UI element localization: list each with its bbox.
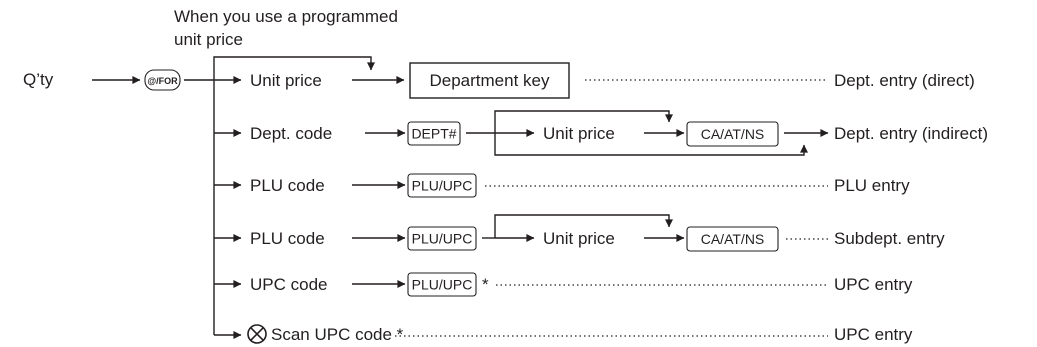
ca-at-ns-key-row4-label: CA/AT/NS [701, 231, 765, 247]
row4-result: Subdept. entry [834, 229, 945, 248]
row2-bottom-arrow [494, 133, 808, 156]
row2-result: Dept. entry (indirect) [834, 124, 988, 143]
row2-input: Dept. code [250, 124, 332, 143]
plu-upc-key-row5: PLU/UPC [407, 272, 477, 297]
row5-asterisk: * [482, 275, 489, 294]
row1-result: Dept. entry (direct) [834, 71, 975, 90]
ca-at-ns-key-label: CA/AT/NS [701, 126, 765, 142]
row6-result: UPC entry [834, 325, 913, 344]
note-line-2: unit price [174, 30, 243, 49]
note-line-1: When you use a programmed [174, 7, 398, 26]
row5-input: UPC code [250, 275, 327, 294]
plu-upc-key-row5-label: PLU/UPC [412, 277, 473, 293]
department-key: Department key [409, 62, 570, 99]
row1-input: Unit price [250, 71, 322, 90]
row2-sub-input: Unit price [543, 124, 615, 143]
for-key-label: @/FOR [147, 76, 178, 86]
plu-upc-key-row3-label: PLU/UPC [412, 178, 473, 194]
row2-top-arrow [494, 110, 673, 133]
plu-upc-key-row3: PLU/UPC [407, 173, 477, 198]
for-key: @/FOR [144, 69, 181, 91]
dept-hash-key-label: DEPT# [411, 126, 456, 142]
qty-label: Q’ty [23, 70, 54, 89]
bypass-arrow [213, 56, 375, 80]
ca-at-ns-key-row4: CA/AT/NS [686, 226, 779, 252]
row3-input: PLU code [250, 176, 325, 195]
row5-result: UPC entry [834, 275, 913, 294]
department-key-label: Department key [430, 71, 550, 90]
row3-result: PLU entry [834, 176, 910, 195]
row4-sub-input: Unit price [543, 229, 615, 248]
dept-hash-key: DEPT# [407, 121, 461, 146]
ca-at-ns-key: CA/AT/NS [686, 121, 779, 147]
row4-input: PLU code [250, 229, 325, 248]
row6-input: Scan UPC code * [271, 325, 404, 344]
plu-upc-key-row4-label: PLU/UPC [412, 231, 473, 247]
scan-icon [247, 324, 267, 344]
plu-upc-key-row4: PLU/UPC [407, 226, 477, 251]
row4-top-arrow [494, 214, 673, 238]
